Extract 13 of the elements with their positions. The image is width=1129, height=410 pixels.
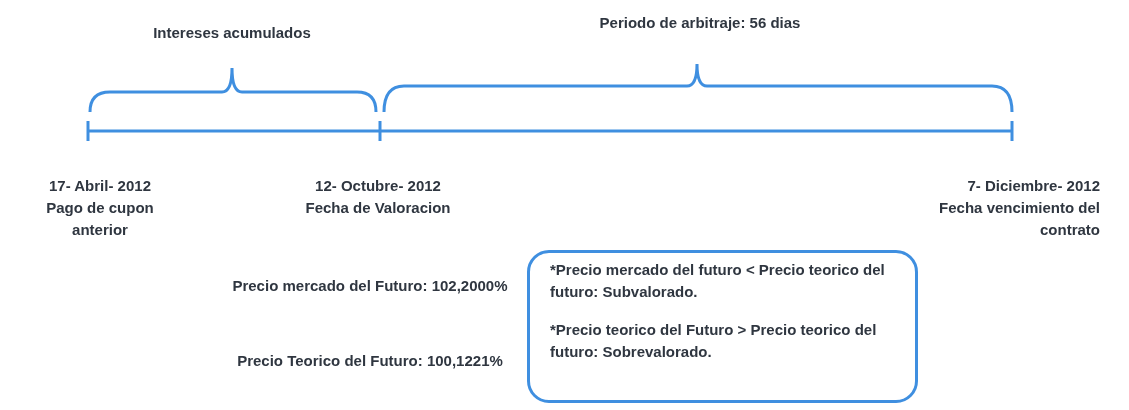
note-box	[527, 250, 918, 403]
price-label: Precio mercado del Futuro: 102,2000%	[231, 276, 509, 296]
event-label: Fecha de Valoracion	[304, 198, 452, 218]
brace-label: Periodo de arbitraje: 56 dias	[598, 13, 802, 33]
date-label: 12- Octubre- 2012	[314, 176, 442, 196]
date-label: 7- Diciembre- 2012	[966, 176, 1100, 196]
note-text: *Precio teorico del Futuro > Precio teorico del futuro: Sobrevalorado.	[550, 320, 878, 362]
event-label: Pago de cupon anterior	[45, 198, 155, 240]
price-label: Precio Teorico del Futuro: 100,1221%	[236, 351, 504, 371]
note-text: *Precio mercado del futuro < Precio teorico del futuro: Subvalorado.	[550, 260, 886, 302]
date-label: 17- Abril- 2012	[48, 176, 152, 196]
event-label: Fecha vencimiento del contrato	[938, 198, 1100, 240]
brace-label: Intereses acumulados	[152, 23, 312, 43]
